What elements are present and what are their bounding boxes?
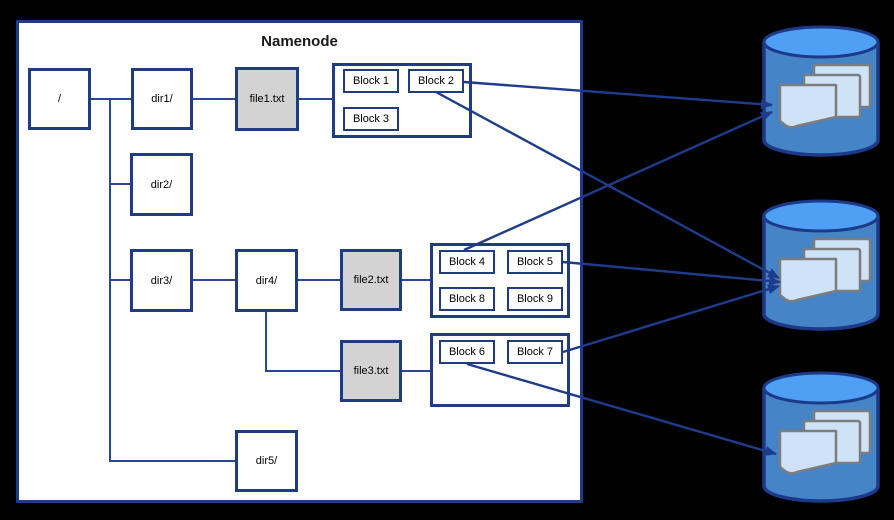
document-page-icon (778, 257, 838, 303)
dir-node-dir4-label: dir4/ (255, 274, 278, 287)
block-8-label: Block 8 (448, 293, 486, 305)
dir-node-dir2: dir2/ (130, 153, 193, 216)
block-7: Block 7 (507, 340, 563, 364)
document-page-icon (778, 429, 838, 475)
block-group-file1: Block 1 Block 2 Block 3 (332, 63, 472, 138)
cylinder-top (762, 25, 880, 59)
dir-node-root-label: / (57, 93, 62, 105)
dir-node-dir2-label: dir2/ (150, 178, 173, 191)
dir-node-dir1-label: dir1/ (151, 93, 173, 105)
file-node-file2: file2.txt (340, 249, 402, 311)
block-group-file3: Block 6 Block 7 (430, 333, 570, 407)
block-5: Block 5 (507, 250, 563, 274)
namenode-title: Namenode (261, 33, 338, 50)
block-1-label: Block 1 (352, 75, 390, 87)
dir-node-dir5: dir5/ (235, 430, 298, 492)
file-node-file1: file1.txt (235, 67, 299, 131)
file-node-file3: file3.txt (340, 340, 402, 402)
block-6-label: Block 6 (448, 346, 486, 358)
cylinder-top (762, 199, 880, 233)
dir-node-dir5-label: dir5/ (255, 455, 278, 467)
dir-node-dir3-label: dir3/ (150, 274, 173, 287)
documents-stack-icon (778, 63, 872, 129)
block-6: Block 6 (439, 340, 495, 364)
dir-node-dir1: dir1/ (131, 68, 193, 130)
block-9-label: Block 9 (516, 293, 554, 305)
block-4: Block 4 (439, 250, 495, 274)
documents-stack-icon (778, 237, 872, 303)
file-node-file2-label: file2.txt (353, 274, 389, 286)
dir-node-dir4: dir4/ (235, 249, 298, 312)
block-8: Block 8 (439, 287, 495, 311)
dir-node-dir3: dir3/ (130, 249, 193, 312)
block-2-label: Block 2 (417, 75, 455, 87)
block-3-label: Block 3 (352, 113, 390, 125)
cylinder-top (762, 371, 880, 405)
block-7-label: Block 7 (516, 346, 554, 358)
document-page-icon (778, 83, 838, 129)
documents-stack-icon (778, 409, 872, 475)
datanode-2-cylinder-icon (762, 199, 880, 331)
datanode-1-cylinder-icon (762, 25, 880, 157)
arrow-block5-datanode2 (562, 260, 781, 286)
block-2: Block 2 (408, 69, 464, 93)
dir-node-root: / (28, 68, 91, 130)
file-node-file1-label: file1.txt (249, 93, 285, 105)
block-1: Block 1 (343, 69, 399, 93)
block-9: Block 9 (507, 287, 563, 311)
file-node-file3-label: file3.txt (353, 365, 389, 377)
block-4-label: Block 4 (448, 256, 486, 268)
block-5-label: Block 5 (516, 256, 554, 268)
datanode-3-cylinder-icon (762, 371, 880, 503)
block-group-file2: Block 4 Block 5 Block 8 Block 9 (430, 243, 570, 318)
block-3: Block 3 (343, 107, 399, 131)
arrow-block7-datanode2 (562, 284, 780, 354)
